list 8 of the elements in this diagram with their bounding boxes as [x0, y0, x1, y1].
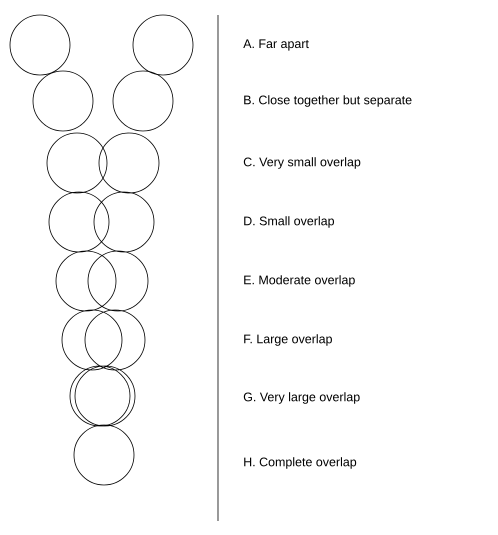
option-label: A. Far apart [243, 39, 309, 51]
option-label: F. Large overlap [244, 334, 332, 346]
option-label: C. Very small overlap [244, 157, 360, 169]
option-label: G. Very large overlap [244, 392, 360, 404]
option-label: D. Small overlap [244, 216, 334, 228]
option-label: H. Complete overlap [244, 457, 356, 469]
option-label: B. Close together but separate [244, 95, 412, 107]
option-label: E. Moderate overlap [244, 275, 355, 287]
